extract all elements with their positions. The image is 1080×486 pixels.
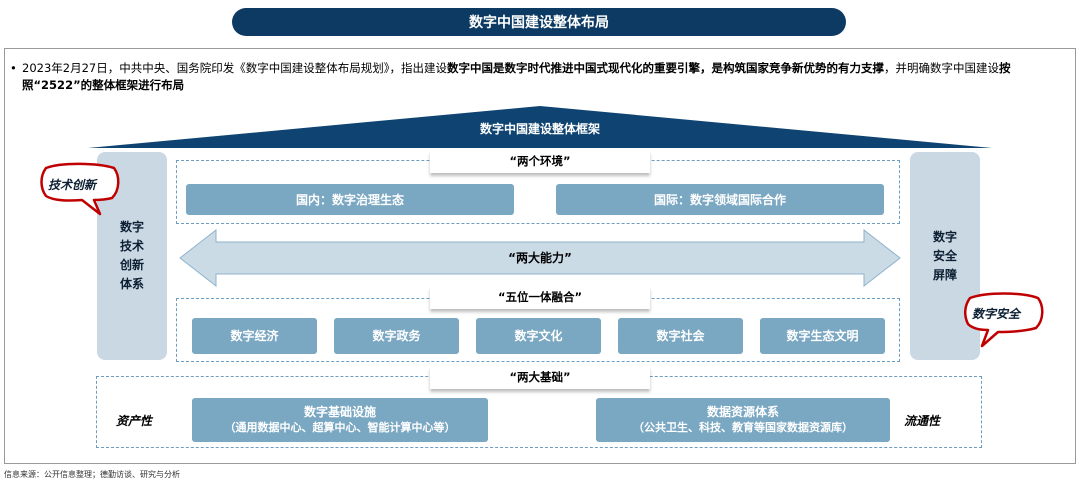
env-international-box: 国际：数字领域国际合作 bbox=[556, 184, 884, 215]
two-environments-label: “两个环境” bbox=[430, 151, 650, 173]
intro-text-1: 2023年2月27日，中共中央、国务院印发《数字中国建设整体布局规划》，指出建设 bbox=[22, 61, 447, 75]
circulation-label: 流通性 bbox=[904, 414, 941, 428]
framework-title: 数字中国建设整体框架 bbox=[479, 122, 600, 136]
bullet-icon: • bbox=[10, 61, 17, 75]
intro-paragraph: • 2023年2月27日，中共中央、国务院印发《数字中国建设整体布局规划》，指出… bbox=[10, 60, 1074, 94]
foundation-data-resources-box: 数据资源体系 （公共卫生、科技、教育等国家数据资源库） bbox=[596, 398, 890, 442]
security-callout-text: 数字安全 bbox=[972, 307, 1021, 321]
five-in-one-label: “五位一体融合” bbox=[430, 287, 650, 309]
left-pillar-label: 数字 技术 创新 体系 bbox=[119, 220, 144, 291]
two-capabilities-label: “两大能力” bbox=[508, 251, 572, 265]
foundation-infrastructure-sub: （通用数据中心、超算中心、智能计算中心等） bbox=[224, 421, 456, 434]
intro-text-2: ，并明确数字中国建设 bbox=[883, 61, 999, 75]
five-item-ecology: 数字生态文明 bbox=[760, 318, 885, 354]
security-callout-icon bbox=[964, 292, 1044, 348]
foundation-infrastructure-title: 数字基础设施 bbox=[303, 405, 376, 419]
right-pillar-label: 数字 安全 屏障 bbox=[932, 229, 957, 282]
env-domestic-box: 国内：数字治理生态 bbox=[186, 184, 514, 215]
intro-bold-1: 数字中国是数字时代推进中国式现代化的重要引擎，是构筑国家竞争新优势的有力支撑 bbox=[446, 61, 884, 75]
main-frame bbox=[4, 48, 1076, 464]
two-foundations-label: “两大基础” bbox=[430, 367, 650, 389]
foundation-data-resources-sub: （公共卫生、科技、教育等国家数据资源库） bbox=[633, 421, 853, 434]
foundation-infrastructure-box: 数字基础设施 （通用数据中心、超算中心、智能计算中心等） bbox=[192, 398, 488, 442]
five-item-economy: 数字经济 bbox=[192, 318, 317, 354]
tech-innovation-callout-icon bbox=[40, 162, 120, 216]
source-footer: 信息来源：公开信息整理；德勤访谈、研究与分析 bbox=[4, 470, 180, 479]
page-title: 数字中国建设整体布局 bbox=[232, 8, 846, 36]
five-item-culture: 数字文化 bbox=[476, 318, 601, 354]
tech-innovation-callout-text: 技术创新 bbox=[48, 178, 97, 192]
five-item-government: 数字政务 bbox=[334, 318, 459, 354]
asset-nature-label: 资产性 bbox=[116, 414, 153, 428]
foundation-data-resources-title: 数据资源体系 bbox=[706, 405, 779, 419]
intro-bold-2: 按照“2522”的整体框架进行布局 bbox=[22, 61, 1011, 92]
five-item-society: 数字社会 bbox=[618, 318, 743, 354]
